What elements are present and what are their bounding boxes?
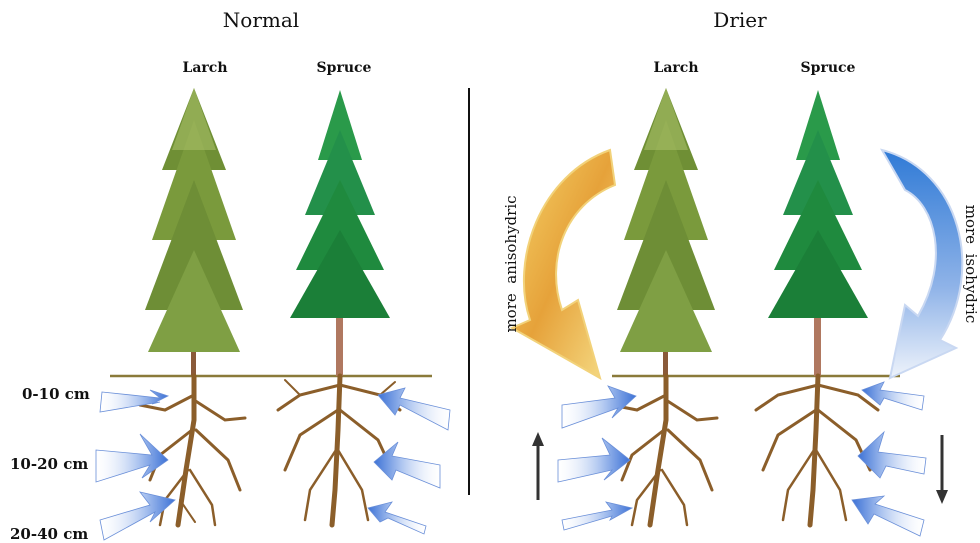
normal-spruce-water-arrow-0-10 (378, 388, 450, 430)
drier-spruce-tree (768, 90, 868, 376)
normal-spruce-tree (290, 90, 390, 376)
normal-larch-tree (145, 88, 243, 376)
drier-larch-water-arrow-20-40 (562, 502, 632, 530)
spruce-downward-shift-arrow (936, 435, 948, 504)
drier-larch-tree (617, 88, 715, 376)
larch-upward-shift-arrow (532, 432, 544, 500)
isohydric-curved-arrow (882, 150, 962, 378)
drier-spruce-water-arrow-10-20 (858, 432, 926, 478)
anisohydric-label: more anisohydric (502, 189, 520, 339)
normal-spruce-water-arrow-20-40 (368, 502, 426, 534)
normal-spruce-water-arrow-10-20 (374, 442, 440, 488)
normal-larch-water-arrow-20-40 (100, 492, 175, 540)
anisohydric-curved-arrow (512, 150, 615, 378)
isohydric-label: more isohydric (962, 189, 980, 339)
drier-larch-water-arrow-10-20 (558, 438, 630, 482)
drier-spruce-water-arrow-20-40 (852, 496, 924, 536)
normal-larch-water-arrow-10-20 (96, 434, 168, 482)
